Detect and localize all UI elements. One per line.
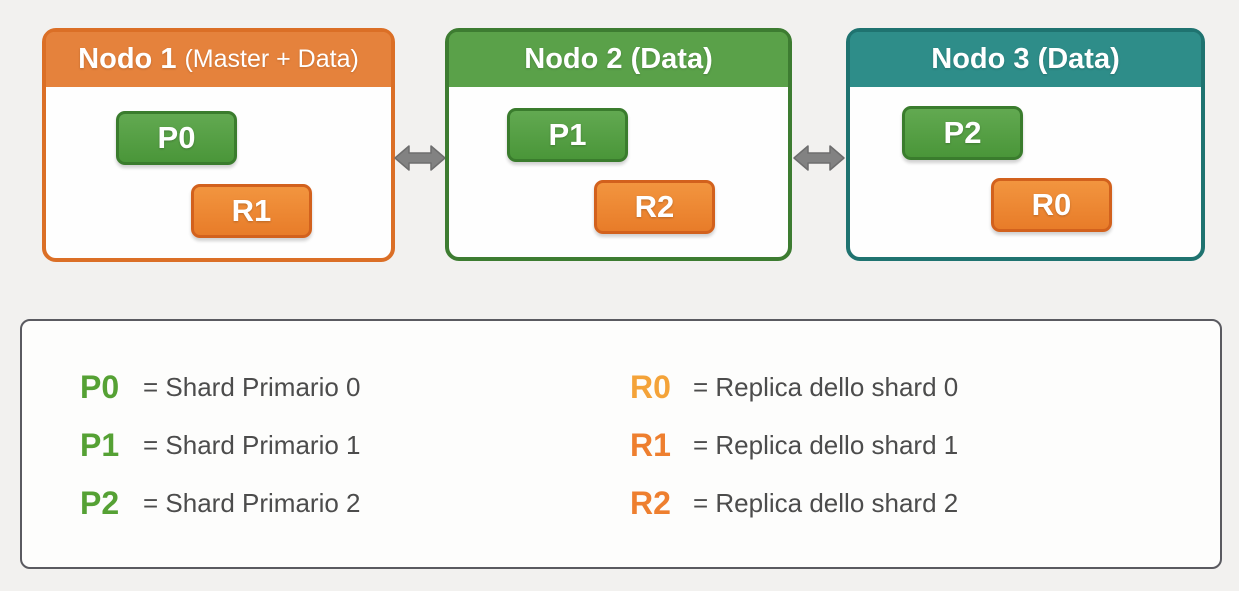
node-header-nodo-2: Nodo 2 (Data) xyxy=(449,32,788,87)
shard-label: P2 xyxy=(943,115,982,150)
shard-label: R1 xyxy=(231,193,272,228)
legend-key: P0 xyxy=(80,368,120,405)
shard-label: P1 xyxy=(548,117,587,152)
legend-key: R1 xyxy=(630,426,671,463)
shard-box-r1: R1 xyxy=(191,184,312,238)
double-arrow-icon xyxy=(793,145,845,171)
node-card-nodo-1: Nodo 1 (Master + Data) P0 R1 xyxy=(42,28,395,262)
node-title: Nodo 3 (Data) xyxy=(931,43,1120,75)
legend-definition: = Replica dello shard 0 xyxy=(693,371,959,402)
legend-key: R2 xyxy=(630,484,671,521)
node-subtitle: (Master + Data) xyxy=(184,45,359,73)
legend-definition: = Shard Primario 1 xyxy=(143,429,361,460)
legend-definition: = Shard Primario 2 xyxy=(143,487,361,518)
legend-row-p2: P2 = Shard Primario 2 xyxy=(80,474,360,532)
legend-column-primary: P0 = Shard Primario 0 P1 = Shard Primari… xyxy=(80,358,360,532)
shard-label: P0 xyxy=(157,120,196,155)
shard-box-p1: P1 xyxy=(507,108,628,162)
legend-column-replica: R0 = Replica dello shard 0 R1 = Replica … xyxy=(630,358,958,532)
legend-row-r1: R1 = Replica dello shard 1 xyxy=(630,416,958,474)
node-title: Nodo 1 xyxy=(78,43,177,75)
shard-box-r2: R2 xyxy=(594,180,715,234)
shard-label: R2 xyxy=(634,189,675,224)
legend-row-r0: R0 = Replica dello shard 0 xyxy=(630,358,958,416)
legend-row-r2: R2 = Replica dello shard 2 xyxy=(630,474,958,532)
node-header-nodo-3: Nodo 3 (Data) xyxy=(850,32,1201,87)
legend-row-p1: P1 = Shard Primario 1 xyxy=(80,416,360,474)
shard-box-p0: P0 xyxy=(116,111,237,165)
legend-key: P1 xyxy=(80,426,120,463)
legend-row-p0: P0 = Shard Primario 0 xyxy=(80,358,360,416)
node-header-nodo-1: Nodo 1 (Master + Data) xyxy=(46,32,391,87)
node-card-nodo-3: Nodo 3 (Data) P2 R0 xyxy=(846,28,1205,261)
legend-key: P2 xyxy=(80,484,120,521)
legend-panel: P0 = Shard Primario 0 P1 = Shard Primari… xyxy=(20,319,1222,569)
shard-box-p2: P2 xyxy=(902,106,1023,160)
double-arrow-icon xyxy=(394,145,446,171)
node-title: Nodo 2 (Data) xyxy=(524,43,713,75)
shard-box-r0: R0 xyxy=(991,178,1112,232)
shard-label: R0 xyxy=(1031,187,1072,222)
node-card-nodo-2: Nodo 2 (Data) P1 R2 xyxy=(445,28,792,261)
legend-definition: = Shard Primario 0 xyxy=(143,371,361,402)
legend-key: R0 xyxy=(630,368,671,405)
legend-definition: = Replica dello shard 1 xyxy=(693,429,959,460)
legend-definition: = Replica dello shard 2 xyxy=(693,487,959,518)
